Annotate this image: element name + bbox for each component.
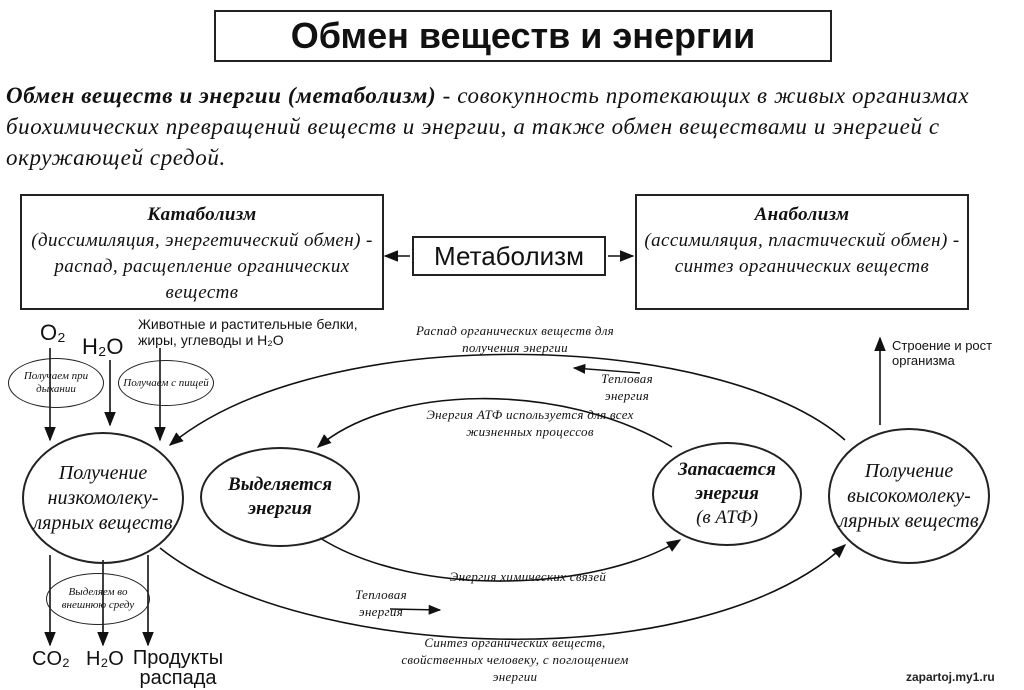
- page-title: Обмен веществ и энергии: [214, 10, 832, 62]
- watermark: zapartoj.my1.ru: [906, 670, 995, 684]
- label-heat-top: Тепловая энергия: [601, 371, 653, 403]
- catabolism-description: (диссимиляция, энергетический обмен) - р…: [31, 230, 373, 303]
- label-atp-used: Энергия АТФ используется для всех жизнен…: [426, 407, 634, 439]
- output-h2o: H₂O: [86, 648, 124, 670]
- label-growth: Строение и рост организма: [892, 338, 993, 368]
- definition-term: Обмен веществ и энергии (метаболизм): [6, 83, 437, 108]
- input-o2: O₂: [40, 320, 66, 345]
- label-heat-bottom: Тепловая энергия: [355, 587, 407, 619]
- node-energy-stored-label: Запасается энергия: [678, 459, 776, 504]
- node-energy-released: Выделяется энергия: [200, 447, 360, 547]
- node-energy-stored: Запасается энергия (в АТФ): [652, 442, 802, 546]
- anabolism-heading: Анаболизм: [754, 204, 850, 225]
- arc-atp-used: [316, 397, 673, 448]
- anabolism-box: Анаболизм (ассимиляция, пластический обм…: [635, 194, 969, 310]
- arrow-heat-bottom: [389, 604, 442, 615]
- catabolism-box: Катаболизм (диссимиляция, энергетический…: [20, 194, 384, 310]
- label-bottom-arc: Синтез органических веществ, свойственны…: [401, 635, 629, 684]
- node-low-molecular: Получение низкомолеку-лярных веществ: [22, 432, 184, 564]
- definition-text: - совокупность протекающих в живых орган…: [6, 83, 970, 170]
- anabolism-description: (ассимиляция, пластический обмен) - синт…: [644, 230, 960, 277]
- oval-food: Получаем с пищей: [118, 360, 214, 406]
- node-energy-stored-atp: (в АТФ): [696, 507, 758, 528]
- output-products: Продукты распада: [132, 647, 224, 689]
- catabolism-heading: Катаболизм: [147, 204, 257, 225]
- metabolism-label: Метаболизм: [412, 236, 606, 276]
- arc-chemical-bonds: [319, 537, 682, 582]
- arrow-heat-top: [572, 363, 641, 374]
- label-top-arc: Распад органических веществ для получени…: [415, 323, 615, 355]
- arc-synthesis: [159, 544, 847, 640]
- node-high-molecular: Получение высокомолеку-лярных веществ: [828, 428, 990, 564]
- input-h2o: H₂O: [82, 334, 124, 359]
- output-co2: CO₂: [32, 648, 70, 670]
- arc-decomposition: [168, 353, 846, 446]
- label-chem-bonds: Энергия химических связей: [449, 569, 607, 584]
- oval-release: Выделяем во внешнюю среду: [46, 573, 150, 625]
- input-food: Животные и растительные белки, жиры, угл…: [138, 316, 358, 348]
- definition-paragraph: Обмен веществ и энергии (метаболизм) - с…: [6, 80, 1016, 173]
- oval-breathing: Получаем при дыхании: [8, 358, 104, 408]
